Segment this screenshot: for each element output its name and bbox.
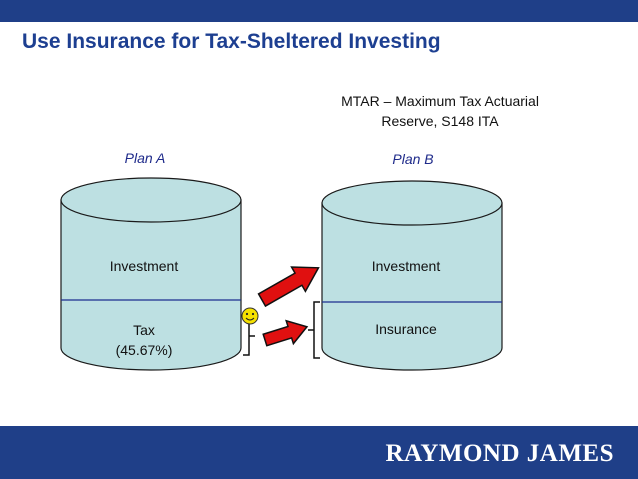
plan-a-investment-label: Investment bbox=[109, 258, 179, 274]
mtar-note-line2: Reserve, S148 ITA bbox=[381, 113, 499, 129]
plan-b-bracket bbox=[308, 301, 320, 359]
plan-a-tax-line1: Tax bbox=[133, 322, 155, 338]
arrow-to-investment bbox=[257, 266, 320, 308]
mtar-note-line1: MTAR – Maximum Tax Actuarial bbox=[341, 93, 539, 109]
plan-a-cylinder bbox=[60, 177, 242, 371]
arrow-to-insurance bbox=[262, 319, 309, 347]
mtar-note: MTAR – Maximum Tax Actuarial Reserve, S1… bbox=[300, 91, 580, 131]
plan-a-label: Plan A bbox=[124, 150, 166, 166]
plan-b-insurance-label: Insurance bbox=[375, 321, 437, 337]
top-bar bbox=[0, 0, 638, 22]
red-arrow-icon bbox=[257, 266, 320, 347]
smiley-face-icon bbox=[241, 307, 259, 325]
plan-a-tax-label: Tax (45.67%) bbox=[60, 320, 228, 360]
plan-b-cylinder bbox=[321, 180, 503, 371]
plan-b-investment-label: Investment bbox=[371, 258, 441, 274]
raymond-james-logo: RAYMOND JAMES bbox=[385, 440, 614, 467]
plan-a-tax-line2: (45.67%) bbox=[115, 342, 173, 358]
footer-bar: RAYMOND JAMES bbox=[0, 426, 638, 479]
slide-title: Use Insurance for Tax-Sheltered Investin… bbox=[22, 30, 441, 53]
plan-b-label: Plan B bbox=[392, 151, 434, 167]
